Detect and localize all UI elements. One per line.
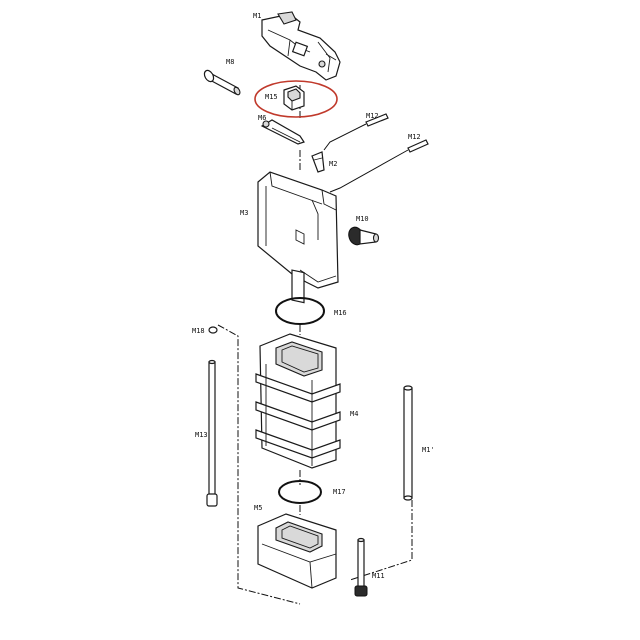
label-m16: M16 [334,309,347,317]
part-m6-clip [260,119,305,145]
part-m3-body [257,171,339,304]
m12b-leader [329,149,409,193]
label-m1: M1 [253,12,261,20]
part-m13-rod [206,359,218,507]
part-m12-pin-a [365,113,389,127]
m15-highlight-ellipse [254,80,338,118]
label-m15: M15 [265,93,278,101]
part-m5-base [257,513,337,589]
m12a-leader [323,123,367,151]
part-m17-oring [278,480,322,504]
label-m12-b: M12 [408,133,421,141]
label-m18: M18 [192,327,205,335]
label-m17: M17 [333,488,346,496]
part-m1-housing [261,11,341,81]
part-m2-latch [311,151,325,173]
label-m12-a: M12 [366,112,379,120]
label-m5: M5 [254,504,262,512]
part-m14-rod [403,385,413,501]
part-m4-sleeve [255,333,341,469]
label-m2: M2 [329,160,337,168]
part-m12-pin-b [407,139,429,153]
label-m10: M10 [356,215,369,223]
m14-leader [349,500,413,581]
label-m8: M8 [226,58,234,66]
label-m13: M13 [195,431,208,439]
part-m15-block [283,85,305,111]
part-m16-oring [275,297,325,325]
part-m10-screw [348,226,380,246]
part-m8-pin [203,69,241,96]
label-m11: M11 [372,572,385,580]
label-m4: M4 [350,410,358,418]
label-m6: M6 [258,114,266,122]
label-m3: M3 [240,209,248,217]
part-m11-bolt [354,537,368,597]
part-m18-washer [208,326,218,334]
label-m14: M1' [422,446,435,454]
m13-leader [217,324,301,605]
